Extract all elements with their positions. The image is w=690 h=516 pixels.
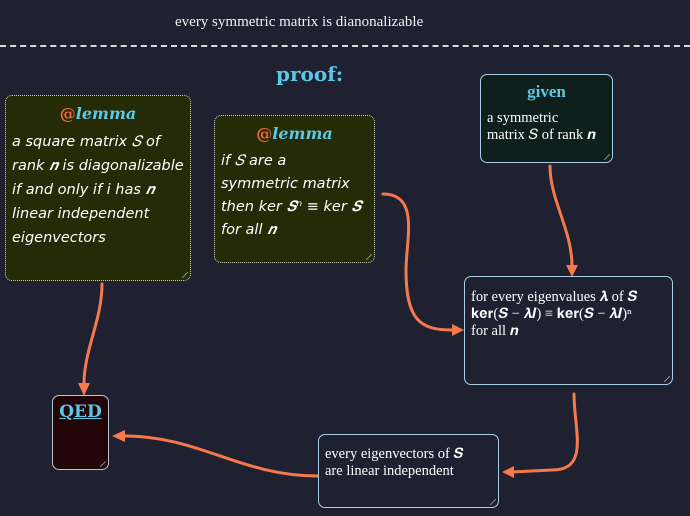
eigenvalue-kernel-text: for every eigenvalues 𝝀 of 𝑺 𝐤𝐞𝐫(𝑺 − 𝝀𝑰)…	[471, 289, 638, 339]
lemma-heading: @lemma	[215, 122, 374, 146]
lemma-node-kernel-power[interactable]: @lemma if 𝑆 are a symmetric matrix then …	[214, 115, 375, 263]
arrowhead-step1-left	[452, 324, 464, 336]
lemma-node-diagonalizable[interactable]: @lemma a square matrix 𝑆 of rank 𝒏 is di…	[5, 95, 191, 281]
lemma-text: if 𝑆 are a symmetric matrix then ker 𝑺ⁿ …	[221, 153, 362, 238]
arrowhead-step2-right	[502, 466, 514, 478]
eigenvectors-independent-text: every eigenvectors of 𝑺 are linear indep…	[325, 446, 464, 479]
edge-lemma1-to-qed	[82, 282, 104, 386]
lemma-heading: @lemma	[6, 102, 190, 126]
proof-heading: proof:	[276, 62, 344, 86]
qed-label: QED	[59, 402, 102, 422]
eigenvectors-independent-node[interactable]: every eigenvectors of 𝑺 are linear indep…	[318, 434, 499, 508]
arrowhead-step1-top	[566, 265, 578, 277]
qed-node[interactable]: QED	[52, 395, 109, 470]
given-node[interactable]: given a symmetric matrix 𝑆 of rank 𝒏	[480, 74, 613, 163]
arrowhead-qed-right	[112, 430, 125, 442]
edge-step1-to-step2	[510, 392, 579, 474]
lemma-text: a square matrix 𝑆 of rank 𝒏 is diagonali…	[12, 134, 184, 246]
arrowhead-qed-top	[78, 383, 90, 396]
at-icon: @	[59, 104, 76, 123]
edge-lemma2-to-step1	[381, 192, 454, 332]
page-title: every symmetric matrix is dianonalizable	[175, 14, 424, 30]
given-text: a symmetric matrix 𝑆 of rank 𝒏	[487, 110, 596, 143]
eigenvalue-kernel-node[interactable]: for every eigenvalues 𝝀 of 𝑺 𝐤𝐞𝐫(𝑺 − 𝝀𝑰)…	[464, 276, 673, 385]
edge-step2-to-qed	[122, 434, 320, 478]
lemma-heading-label: lemma	[272, 124, 333, 143]
title-divider	[0, 45, 690, 47]
edge-given-to-step1	[548, 164, 574, 268]
at-icon: @	[256, 124, 273, 143]
lemma-heading-label: lemma	[75, 104, 137, 123]
given-heading: given	[527, 82, 566, 101]
